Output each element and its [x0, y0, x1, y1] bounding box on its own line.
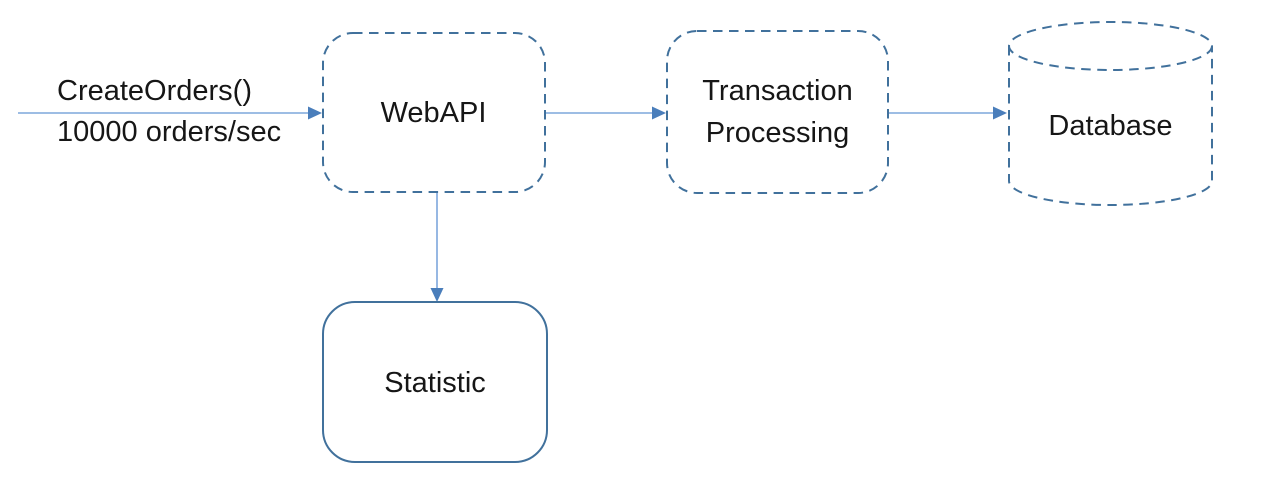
arrowhead-right-icon	[308, 106, 322, 120]
webapi-box-outline	[322, 32, 546, 193]
edge-label-line1: CreateOrders()	[57, 75, 252, 107]
arrowhead-right-icon	[652, 106, 666, 120]
arrowhead-right-icon	[993, 106, 1007, 120]
arrowhead-down-icon	[430, 288, 444, 302]
cylinder-body	[1008, 46, 1213, 206]
connector-create-orders	[18, 106, 322, 120]
cylinder-top-ellipse	[1008, 21, 1213, 71]
edge-label-line2: 10000 orders/sec	[57, 116, 282, 148]
transaction-box-outline	[666, 30, 889, 194]
connector-webapi-to-transaction	[546, 106, 666, 120]
connector-transaction-to-database	[889, 106, 1007, 120]
connector-webapi-to-statistic	[430, 193, 444, 302]
create-orders-edge-label: CreateOrders() 10000 orders/sec	[57, 71, 281, 153]
database-cylinder-outline	[1008, 21, 1213, 206]
statistic-box-outline	[322, 301, 548, 463]
